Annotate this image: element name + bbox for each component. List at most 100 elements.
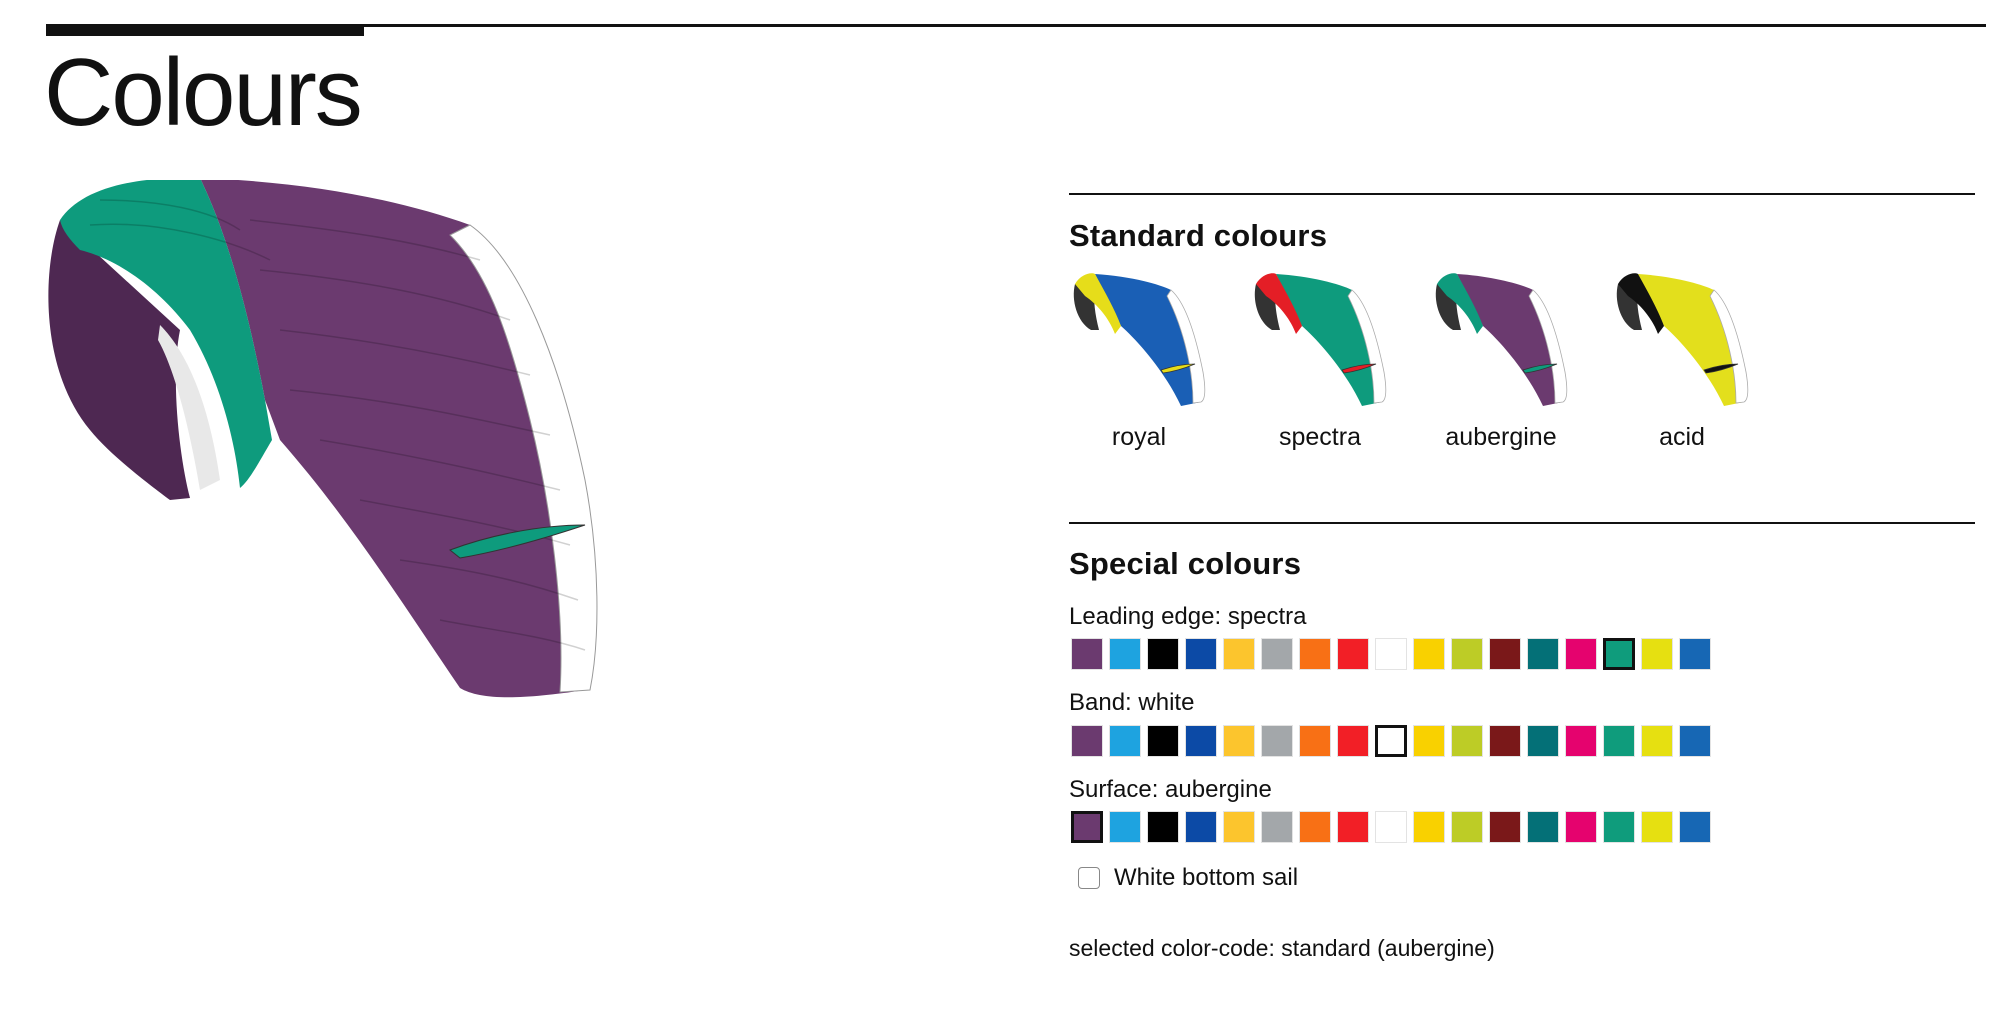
swatch-spectra-green[interactable] <box>1603 638 1635 670</box>
thumb-stabilo <box>1522 363 1558 374</box>
standard-section-rule <box>1069 193 1975 195</box>
swatch-red[interactable] <box>1337 811 1369 843</box>
wing-underside <box>48 220 190 500</box>
swatch-blue[interactable] <box>1679 638 1711 670</box>
white-bottom-sail-label: White bottom sail <box>1114 864 1299 891</box>
leading-edge-swatches <box>1071 638 1711 670</box>
swatch-spectra-green[interactable] <box>1603 811 1635 843</box>
swatch-lime[interactable] <box>1451 811 1483 843</box>
swatch-sky[interactable] <box>1109 638 1141 670</box>
swatch-yellow[interactable] <box>1413 725 1445 757</box>
swatch-sky[interactable] <box>1109 811 1141 843</box>
swatch-black[interactable] <box>1147 811 1179 843</box>
swatch-blue[interactable] <box>1679 725 1711 757</box>
swatch-acid-yellow[interactable] <box>1641 725 1673 757</box>
standard-colours-list: royal spectra aubergine acid <box>1069 272 1793 452</box>
special-colours-heading: Special colours <box>1069 546 1302 581</box>
standard-option-label: royal <box>1111 423 1167 451</box>
swatch-magenta[interactable] <box>1565 811 1597 843</box>
surface-label: Surface: aubergine <box>1069 776 1272 803</box>
standard-option-label: acid <box>1659 423 1705 451</box>
wing-band <box>449 224 598 693</box>
thumb-aubergine <box>1435 273 1568 406</box>
swatch-petrol[interactable] <box>1527 725 1559 757</box>
thumb-stabilo <box>1160 363 1196 374</box>
special-section-rule <box>1069 522 1975 524</box>
thumb-spectra <box>1254 273 1387 406</box>
swatch-burgundy[interactable] <box>1489 811 1521 843</box>
thumb-band <box>1709 289 1749 404</box>
thumb-stabilo <box>1341 363 1377 374</box>
swatch-black[interactable] <box>1147 725 1179 757</box>
swatch-royal-blue[interactable] <box>1185 638 1217 670</box>
leading-edge-label: Leading edge: spectra <box>1069 603 1307 630</box>
thumb-acid <box>1616 273 1749 406</box>
swatch-sky[interactable] <box>1109 725 1141 757</box>
band-swatches <box>1071 725 1711 757</box>
swatch-magenta[interactable] <box>1565 638 1597 670</box>
standard-option-aubergine[interactable]: aubergine <box>1431 272 1612 452</box>
page-title: Colours <box>44 39 363 146</box>
wing-inner-band <box>158 325 220 490</box>
swatch-aubergine[interactable] <box>1071 638 1103 670</box>
swatch-petrol[interactable] <box>1527 638 1559 670</box>
swatch-royal-blue[interactable] <box>1185 725 1217 757</box>
swatch-gold[interactable] <box>1223 638 1255 670</box>
swatch-lime[interactable] <box>1451 638 1483 670</box>
swatch-royal-blue[interactable] <box>1185 811 1217 843</box>
standard-option-acid[interactable]: acid <box>1612 272 1793 452</box>
header-accent-bar <box>46 24 364 36</box>
thumb-leading-edge <box>1437 273 1483 334</box>
swatch-white[interactable] <box>1375 725 1407 757</box>
wing-surface <box>200 180 588 698</box>
selected-color-code: selected color-code: standard (aubergine… <box>1069 935 1495 961</box>
swatch-grey[interactable] <box>1261 638 1293 670</box>
thumb-leading-edge <box>1618 273 1664 334</box>
thumb-band <box>1347 289 1387 404</box>
swatch-acid-yellow[interactable] <box>1641 811 1673 843</box>
swatch-blue[interactable] <box>1679 811 1711 843</box>
swatch-petrol[interactable] <box>1527 811 1559 843</box>
swatch-grey[interactable] <box>1261 725 1293 757</box>
swatch-gold[interactable] <box>1223 725 1255 757</box>
wing-stabilo <box>449 524 586 559</box>
standard-option-royal[interactable]: royal <box>1069 272 1250 452</box>
swatch-aubergine[interactable] <box>1071 811 1103 843</box>
swatch-white[interactable] <box>1375 638 1407 670</box>
thumb-band <box>1166 289 1206 404</box>
swatch-burgundy[interactable] <box>1489 638 1521 670</box>
swatch-red[interactable] <box>1337 638 1369 670</box>
standard-option-label: aubergine <box>1445 423 1557 451</box>
swatch-spectra-green[interactable] <box>1603 725 1635 757</box>
thumb-band <box>1528 289 1568 404</box>
wing-preview <box>48 180 598 698</box>
swatch-orange[interactable] <box>1299 638 1331 670</box>
swatch-yellow[interactable] <box>1413 638 1445 670</box>
wing-leading-edge <box>60 180 272 488</box>
swatch-lime[interactable] <box>1451 725 1483 757</box>
standard-option-label: spectra <box>1279 423 1361 451</box>
band-label: Band: white <box>1069 689 1195 716</box>
swatch-gold[interactable] <box>1223 811 1255 843</box>
header-rule <box>46 24 1986 27</box>
thumb-leading-edge <box>1256 273 1302 334</box>
swatch-yellow[interactable] <box>1413 811 1445 843</box>
surface-swatches <box>1071 811 1711 843</box>
swatch-orange[interactable] <box>1299 811 1331 843</box>
thumb-royal <box>1073 273 1206 406</box>
thumb-stabilo <box>1703 363 1739 374</box>
swatch-grey[interactable] <box>1261 811 1293 843</box>
swatch-orange[interactable] <box>1299 725 1331 757</box>
swatch-aubergine[interactable] <box>1071 725 1103 757</box>
white-bottom-sail-option[interactable]: White bottom sail <box>1078 864 1298 892</box>
swatch-acid-yellow[interactable] <box>1641 638 1673 670</box>
swatch-burgundy[interactable] <box>1489 725 1521 757</box>
white-bottom-sail-checkbox[interactable] <box>1078 867 1100 889</box>
swatch-white[interactable] <box>1375 811 1407 843</box>
swatch-magenta[interactable] <box>1565 725 1597 757</box>
swatch-red[interactable] <box>1337 725 1369 757</box>
standard-option-spectra[interactable]: spectra <box>1250 272 1431 452</box>
standard-colours-heading: Standard colours <box>1069 218 1328 253</box>
thumb-leading-edge <box>1075 273 1121 334</box>
swatch-black[interactable] <box>1147 638 1179 670</box>
